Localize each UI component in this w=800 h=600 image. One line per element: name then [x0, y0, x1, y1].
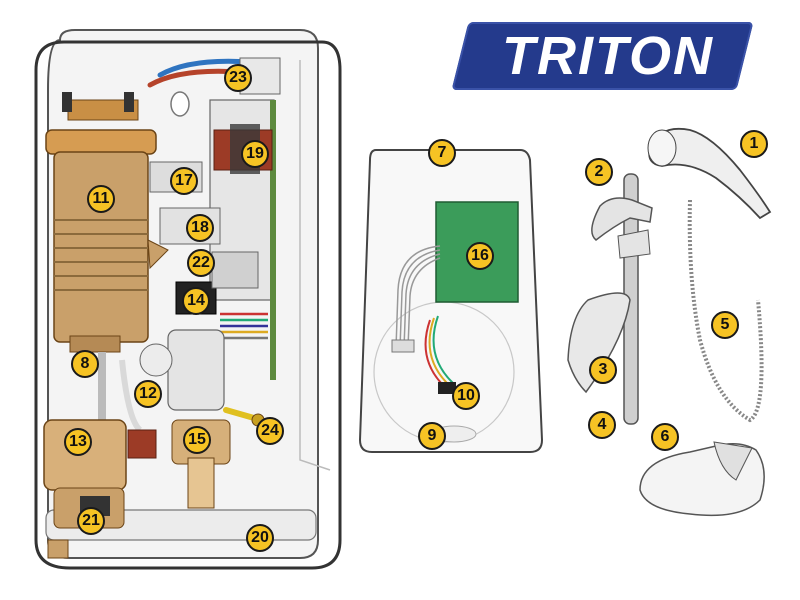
callout-23: 23 — [224, 64, 252, 92]
callout-12: 12 — [134, 380, 162, 408]
flow-valve — [167, 329, 225, 411]
callout-10: 10 — [452, 382, 480, 410]
soap-dish-arm — [567, 292, 631, 394]
callout-1: 1 — [740, 130, 768, 158]
front-cover — [358, 149, 544, 453]
triton-logo-text: TRITON — [502, 26, 714, 86]
callout-6: 6 — [651, 423, 679, 451]
callout-7: 7 — [428, 139, 456, 167]
callout-3: 3 — [589, 356, 617, 384]
callout-13: 13 — [64, 428, 92, 456]
ribbon-cable — [395, 245, 441, 349]
callout-8: 8 — [71, 350, 99, 378]
callout-17: 17 — [170, 167, 198, 195]
callout-22: 22 — [187, 249, 215, 277]
unit-cover-edge — [34, 40, 342, 570]
shower-hose — [687, 199, 764, 423]
riser-rail-kit — [567, 127, 772, 517]
callout-20: 20 — [246, 524, 274, 552]
callout-15: 15 — [183, 426, 211, 454]
callout-9: 9 — [418, 422, 446, 450]
callout-5: 5 — [711, 311, 739, 339]
callout-14: 14 — [182, 287, 210, 315]
callout-2: 2 — [585, 158, 613, 186]
callout-16: 16 — [466, 242, 494, 270]
control-knob-connector — [438, 382, 456, 394]
callout-4: 4 — [588, 411, 616, 439]
callout-18: 18 — [186, 214, 214, 242]
callout-24: 24 — [256, 417, 284, 445]
earth-lead — [223, 407, 257, 421]
rail-bracket — [591, 197, 653, 241]
heater-can — [45, 92, 169, 353]
cable-blue — [157, 58, 253, 78]
callout-19: 19 — [241, 140, 269, 168]
callout-21: 21 — [77, 507, 105, 535]
callout-11: 11 — [87, 185, 115, 213]
